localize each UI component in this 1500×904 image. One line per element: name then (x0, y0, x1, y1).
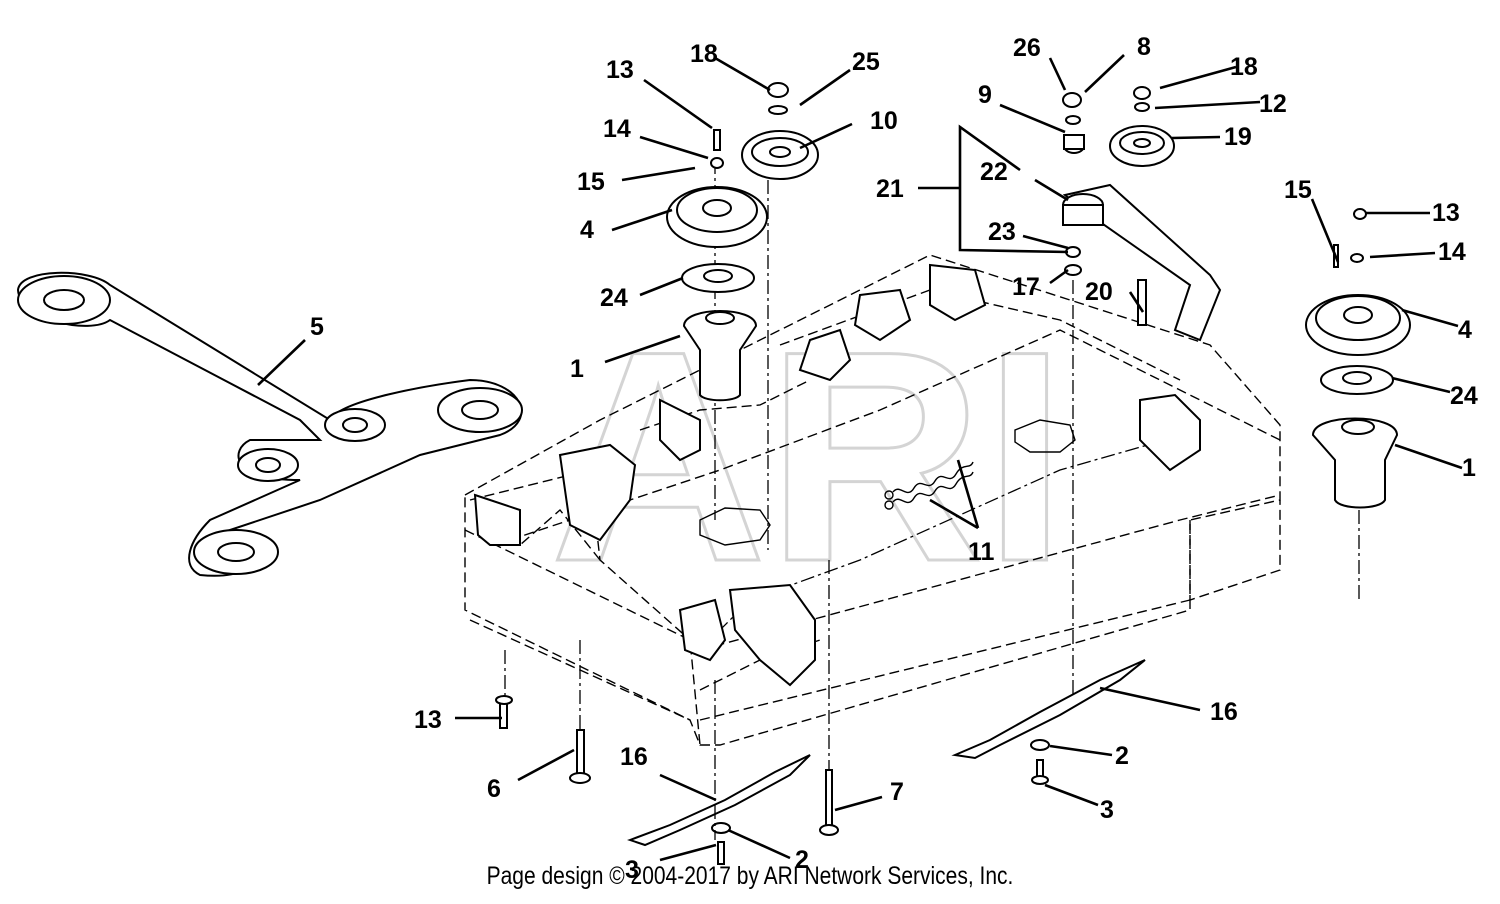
callout-4: 4 (580, 216, 594, 244)
callout-21: 21 (876, 175, 904, 203)
callout-23: 23 (988, 218, 1016, 246)
callout-2: 2 (1115, 742, 1129, 770)
callout-15: 15 (1284, 176, 1312, 204)
callout-18: 18 (1230, 53, 1258, 81)
callout-26: 26 (1013, 34, 1041, 62)
callout-6: 6 (487, 775, 501, 803)
belt-assembly (16, 271, 523, 577)
callout-24: 24 (1450, 382, 1478, 410)
deck-openings (699, 419, 1076, 546)
callout-18: 18 (690, 40, 718, 68)
callout-15: 15 (577, 168, 605, 196)
callout-numbers: 18 25 13 10 14 15 4 24 1 5 26 8 18 9 12 … (310, 33, 1478, 884)
callout-8: 8 (1137, 33, 1151, 61)
callout-24: 24 (600, 284, 628, 312)
callout-17: 17 (1012, 273, 1040, 301)
callout-11: 11 (968, 538, 995, 566)
callout-22: 22 (980, 158, 1008, 186)
callout-2: 2 (795, 846, 809, 874)
callout-1: 1 (1462, 454, 1476, 482)
callout-3: 3 (625, 856, 639, 884)
idler-arm-assembly (1062, 86, 1222, 700)
callout-16: 16 (620, 743, 648, 771)
callout-10: 10 (870, 107, 898, 135)
callout-25: 25 (852, 48, 880, 76)
callout-19: 19 (1224, 123, 1252, 151)
callout-7: 7 (890, 778, 904, 806)
callout-12: 12 (1259, 90, 1287, 118)
callout-20: 20 (1085, 278, 1113, 306)
callout-5: 5 (310, 313, 324, 341)
callout-3: 3 (1100, 796, 1114, 824)
blades-and-hardware (495, 560, 1146, 865)
callout-13: 13 (414, 706, 442, 734)
callout-13: 13 (1432, 199, 1460, 227)
callout-14: 14 (603, 115, 631, 143)
callout-1: 1 (570, 355, 584, 383)
right-spindle-stack (1305, 208, 1411, 600)
deck-brackets (473, 263, 1201, 687)
callout-9: 9 (978, 81, 992, 109)
tension-springs (884, 459, 980, 530)
callout-4: 4 (1458, 316, 1472, 344)
leader-lines (257, 54, 1463, 862)
callout-14: 14 (1438, 238, 1466, 266)
callout-16: 16 (1210, 698, 1238, 726)
copyright-footer: Page design © 2004-2017 by ARI Network S… (486, 862, 1014, 890)
watermark: ARI (550, 288, 1067, 624)
callout-13: 13 (606, 56, 634, 84)
